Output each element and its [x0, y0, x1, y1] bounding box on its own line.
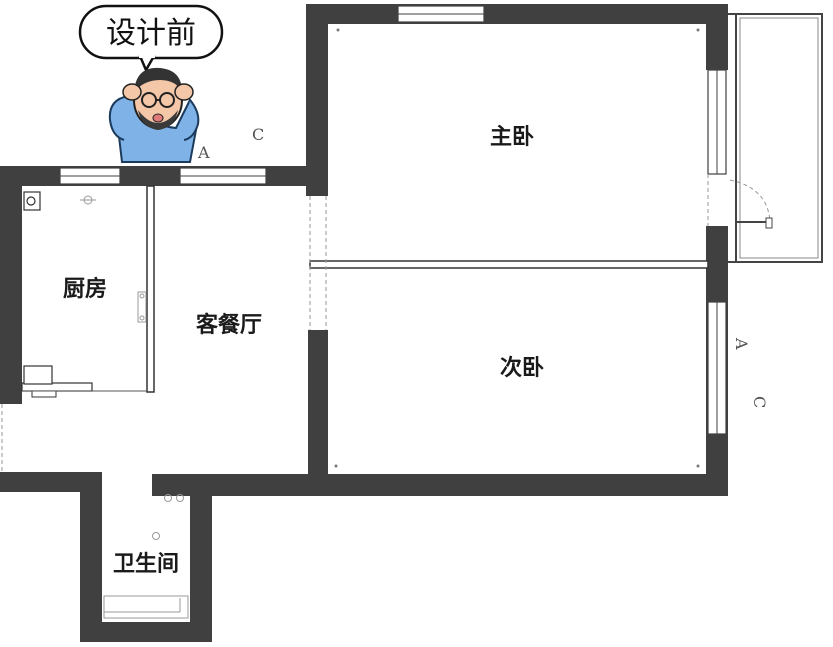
label-bathroom: 卫生间 — [113, 552, 179, 577]
walls — [0, 4, 728, 642]
label-second-bedroom: 次卧 — [500, 355, 544, 381]
mark-top-a: A — [197, 143, 210, 162]
label-master-bedroom: 主卧 — [490, 125, 534, 150]
mark-top-c: C — [252, 125, 264, 144]
mark-right-a: A — [732, 337, 751, 350]
balcony — [707, 13, 823, 263]
interior-lines — [1, 28, 709, 619]
section-marks: A C A C — [197, 125, 769, 408]
cartoon-figure: 设计前 — [78, 4, 224, 163]
label-kitchen: 厨房 — [63, 276, 107, 302]
windows — [59, 5, 727, 435]
label-living-dining: 客餐厅 — [196, 312, 262, 338]
mark-right-c: C — [750, 396, 769, 408]
speech-bubble: 设计前 — [78, 4, 224, 72]
room-labels: 主卧 次卧 厨房 客餐厅 卫生间 — [63, 125, 544, 577]
bubble-text: 设计前 — [106, 16, 196, 51]
